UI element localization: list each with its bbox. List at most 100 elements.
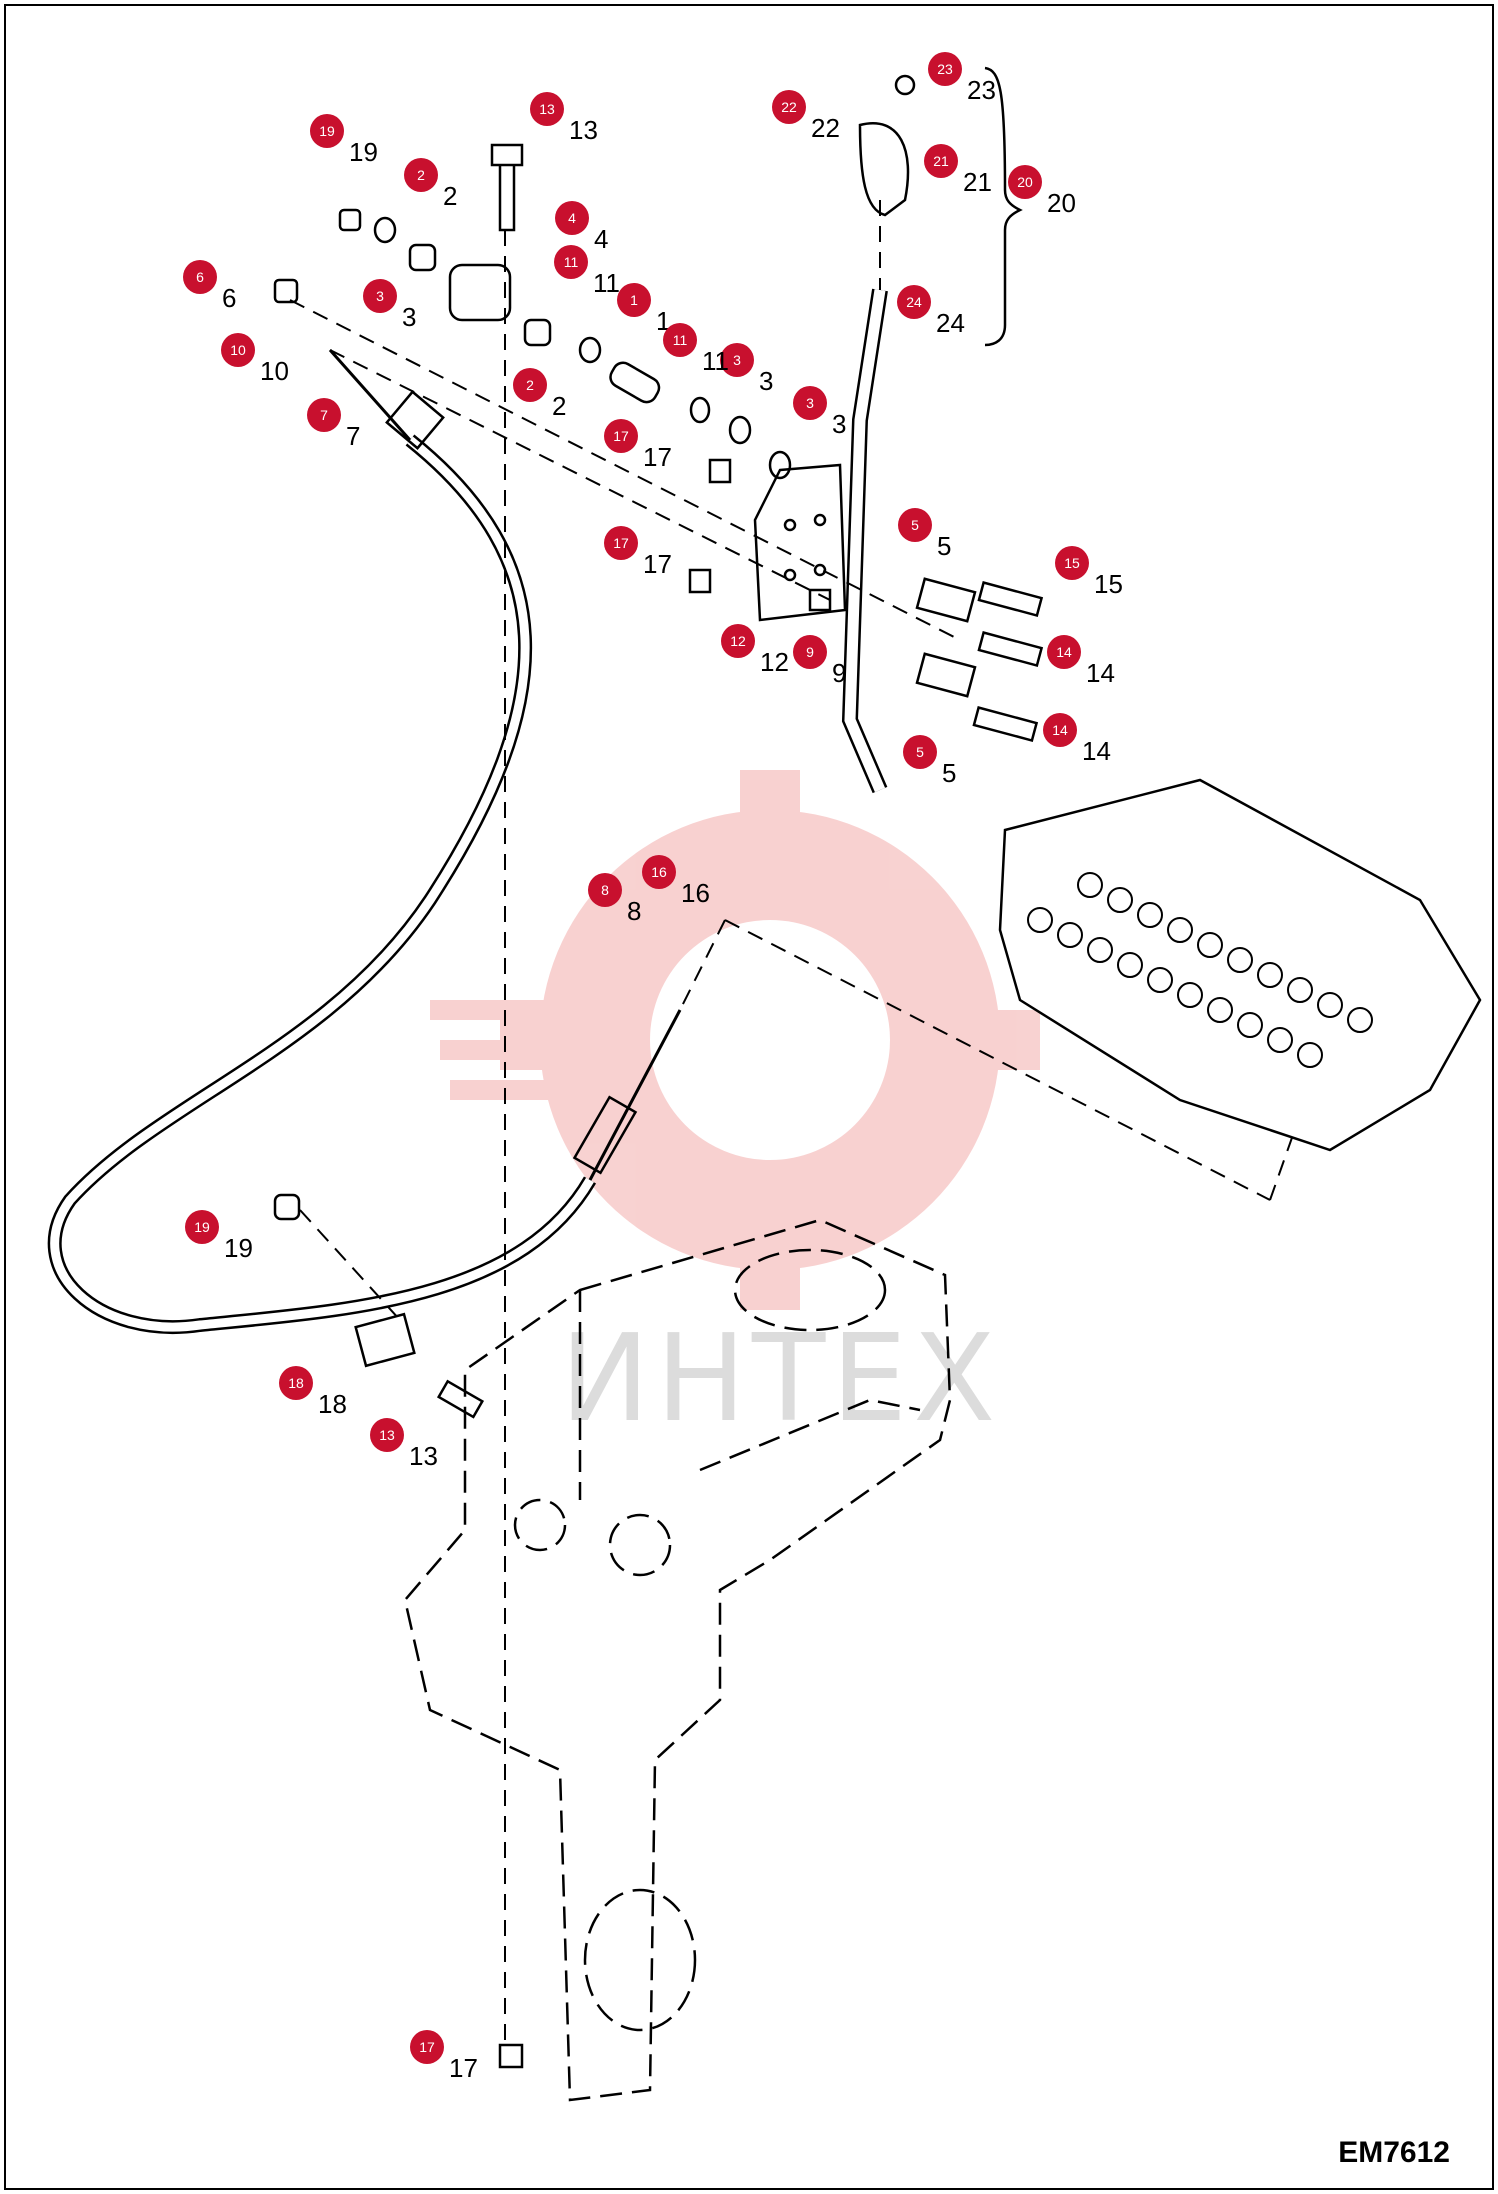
callout-3: 33	[793, 386, 846, 439]
callout-number: 6	[196, 269, 204, 285]
part-number-label: 14	[1086, 658, 1115, 688]
callout-number: 24	[906, 294, 922, 310]
callout-14: 14 14	[1047, 635, 1115, 688]
callout-number: 18	[288, 1375, 304, 1391]
linework	[47, 66, 1482, 2102]
callout-8: 88	[588, 873, 641, 926]
callout-circle	[1008, 165, 1042, 199]
callout-circle	[898, 508, 932, 542]
part-number-label: 14	[1082, 736, 1111, 766]
part-number-label: 4	[594, 224, 608, 254]
callout-number: 13	[539, 101, 555, 117]
part-number-label: 3	[832, 409, 846, 439]
callout-2: 22	[513, 368, 566, 421]
callout-3: 33	[363, 279, 416, 332]
callout-number: 3	[376, 288, 384, 304]
callout-2: 22	[404, 158, 457, 211]
callout-number: 14	[1052, 722, 1068, 738]
part-number-label: 20	[1047, 188, 1076, 218]
part-number-label: 24	[936, 308, 965, 338]
callout-number: 15	[1064, 555, 1080, 571]
part-number-label: 12	[760, 647, 789, 677]
part-number-label: 3	[402, 302, 416, 332]
callout-circle	[720, 343, 754, 377]
callout-number: 11	[673, 332, 688, 348]
callout-number: 1	[630, 292, 638, 308]
part-number-label: 1	[656, 306, 670, 336]
part-number-label: 8	[627, 896, 641, 926]
callout-number: 11	[564, 254, 579, 270]
callout-number: 17	[419, 2039, 435, 2055]
valve-body	[998, 778, 1482, 1152]
callout-circle	[185, 1210, 219, 1244]
callout-number: 21	[933, 153, 949, 169]
callout-number: 5	[911, 517, 919, 533]
part-number-label: 15	[1094, 569, 1123, 599]
callout-circle	[513, 368, 547, 402]
callout-circle	[1055, 546, 1089, 580]
callout-circle	[310, 114, 344, 148]
callout-circle	[555, 201, 589, 235]
callout-4: 44	[555, 201, 608, 254]
part-number-label: 19	[349, 137, 378, 167]
part-number-label: 2	[552, 391, 566, 421]
callout-number: 17	[613, 428, 629, 444]
callout-number: 20	[1017, 174, 1033, 190]
part-number-label: 17	[449, 2053, 478, 2083]
callout-number: 19	[319, 123, 335, 139]
callout-13: 13 13	[530, 92, 598, 145]
part-number-label: 21	[963, 167, 992, 197]
callout-circle	[928, 52, 962, 86]
callout-circle	[1043, 713, 1077, 747]
part-number-label: 13	[409, 1441, 438, 1471]
callout-3: 33	[720, 343, 773, 396]
part-number-label: 6	[222, 283, 236, 313]
part-number-label: 5	[937, 531, 951, 561]
callout-circle	[604, 419, 638, 453]
callout-number: 14	[1056, 644, 1072, 660]
part-number-label: 13	[569, 115, 598, 145]
part-number-label: 16	[681, 878, 710, 908]
callout-number: 17	[613, 535, 629, 551]
callout-number: 13	[379, 1427, 395, 1443]
callout-circle	[363, 279, 397, 313]
callout-1: 11	[617, 283, 670, 336]
callout-number: 23	[937, 61, 953, 77]
callout-circle	[404, 158, 438, 192]
callout-number: 2	[526, 377, 534, 393]
callout-number: 12	[730, 633, 746, 649]
callout-circle	[588, 873, 622, 907]
callout-circle	[793, 635, 827, 669]
part-number-label: 9	[832, 658, 846, 688]
part-number-label: 19	[224, 1233, 253, 1263]
callout-9: 99	[793, 635, 846, 688]
callout-6: 66	[183, 260, 236, 313]
part-number-label: 22	[811, 113, 840, 143]
callout-circle	[924, 144, 958, 178]
part-number-label: 17	[643, 442, 672, 472]
callout-circle	[410, 2030, 444, 2064]
callout-circle	[793, 386, 827, 420]
callout-number: 22	[781, 99, 797, 115]
callout-21: 21 21	[924, 144, 992, 197]
callout-number: 19	[194, 1219, 210, 1235]
callout-circle	[221, 333, 255, 367]
part-number-label: 17	[643, 549, 672, 579]
callout-14: 14 14	[1043, 713, 1111, 766]
callout-number: 3	[806, 395, 814, 411]
chassis-frame	[403, 1218, 952, 2102]
callout-circle	[721, 624, 755, 658]
callout-number: 7	[320, 407, 328, 423]
callout-circle	[530, 92, 564, 126]
callout-number: 8	[601, 882, 609, 898]
